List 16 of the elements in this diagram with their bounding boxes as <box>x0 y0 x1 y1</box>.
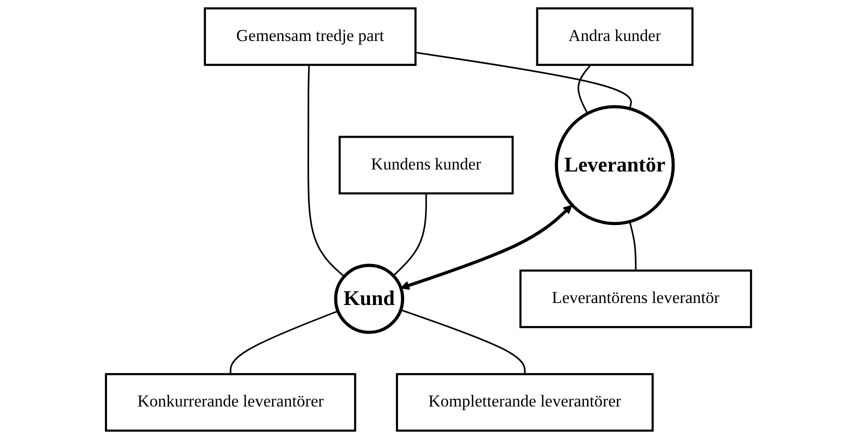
node-circle: Leverantör <box>554 105 675 226</box>
node-box: Gemensam tredje part <box>204 7 417 66</box>
node-box: Kundens kunder <box>338 136 514 194</box>
connector <box>392 193 427 276</box>
node-box: Andra kunder <box>536 7 694 66</box>
node-box: Kompletterande leverantörer <box>396 373 654 432</box>
node-box: Leverantörens leverantör <box>519 270 752 328</box>
connector <box>628 221 637 271</box>
node-box: Konkurrerande leverantörer <box>104 373 356 432</box>
connector <box>578 64 592 114</box>
connector <box>230 310 338 374</box>
connector <box>415 52 632 109</box>
connector <box>400 309 526 374</box>
arrow <box>400 204 572 290</box>
connector <box>308 64 345 278</box>
node-circle: Kund <box>334 264 404 334</box>
